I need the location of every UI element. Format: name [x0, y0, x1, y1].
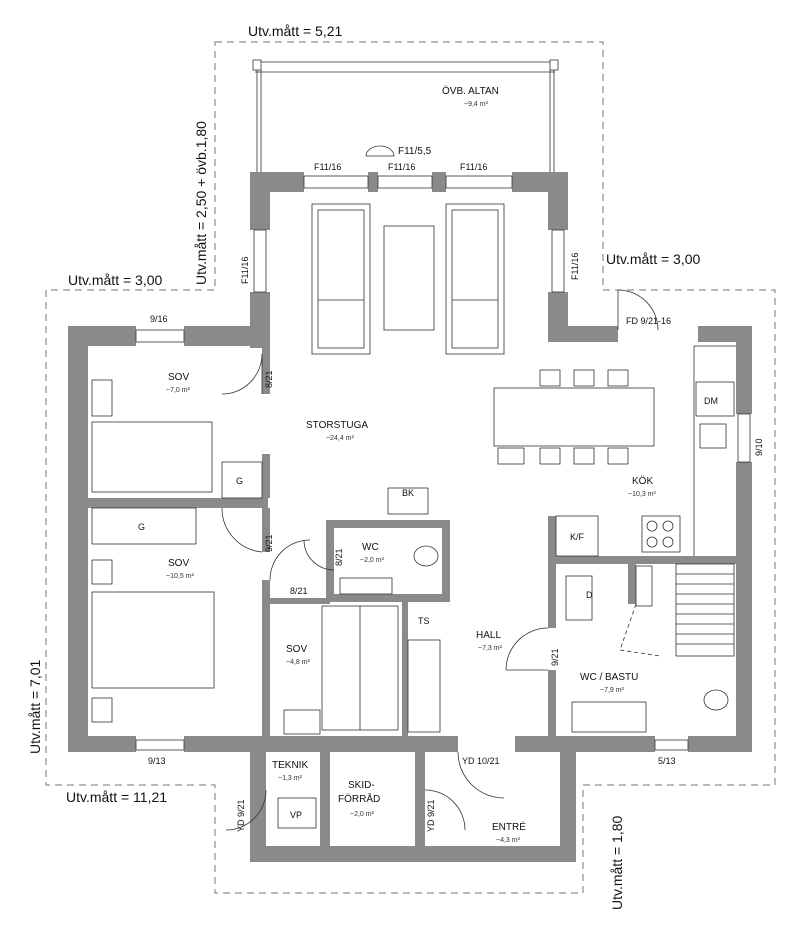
label-dm: DM — [704, 396, 718, 406]
room-teknik: TEKNIK — [272, 760, 308, 771]
label-f11-55: F11/5,5 — [398, 146, 432, 157]
dim-top: Utv.mått = 5,21 — [248, 23, 342, 39]
area-entre: ~4,3 m² — [496, 837, 521, 844]
area-wc: ~2,0 m² — [360, 557, 385, 564]
label-door-9-21-hall: 9/21 — [550, 648, 560, 666]
outer-outline — [45, 41, 776, 894]
area-sov1: ~7,0 m² — [166, 387, 191, 394]
furniture — [91, 203, 736, 829]
room-altan: ÖVB. ALTAN — [442, 85, 499, 97]
label-kf: K/F — [570, 532, 585, 542]
label-bk: BK — [402, 488, 414, 498]
room-storstuga: STORSTUGA — [306, 420, 368, 431]
walls — [68, 172, 752, 862]
room-hall: HALL — [476, 630, 501, 641]
label-window-c: F11/16 — [460, 162, 487, 172]
area-wc-bastu: ~7,9 m² — [600, 687, 625, 694]
label-door-yd-10: YD 10/21 — [462, 756, 500, 766]
windows — [135, 175, 751, 751]
label-door-8-21-b: 8/21 — [334, 548, 344, 566]
area-hall: ~7,3 m² — [478, 645, 503, 652]
room-kok: KÖK — [632, 475, 653, 487]
label-window-9-16: 9/16 — [150, 314, 168, 324]
label-door-fd: FD 9/21-16 — [626, 316, 671, 326]
label-door-8-21-a: 8/21 — [264, 370, 274, 388]
terrace — [252, 59, 559, 172]
dim-bottom-right: Utv.mått = 1,80 — [609, 816, 625, 910]
label-window-b: F11/16 — [388, 162, 415, 172]
dim-right-wing: Utv.mått = 3,00 — [606, 251, 700, 267]
area-kok: ~10,3 m² — [628, 491, 656, 498]
room-entre: ENTRÉ — [492, 820, 526, 833]
label-window-right: F11/16 — [570, 253, 580, 280]
area-sov2: ~10,5 m² — [166, 573, 194, 580]
label-vp: VP — [290, 810, 302, 820]
area-sov3: ~4,8 m² — [286, 659, 311, 666]
label-door-9-21-a: 9/21 — [264, 534, 274, 552]
label-d: D — [586, 590, 593, 600]
room-wc: WC — [362, 542, 379, 553]
area-storstuga: ~24,4 m² — [326, 435, 354, 442]
label-window-9-10: 9/10 — [754, 438, 764, 456]
label-g2: G — [138, 522, 145, 532]
fixture-labels: F11/5,5 F11/16 F11/16 F11/16 F11/16 F11/… — [138, 146, 764, 832]
room-labels: ÖVB. ALTAN ~9,4 m² STORSTUGA ~24,4 m² SO… — [166, 85, 656, 844]
fireplace-icon — [365, 145, 395, 157]
room-skid-line2: FÖRRÅD — [338, 792, 380, 805]
dimensions: Utv.mått = 5,21 Utv.mått = 2,50 + övb.1,… — [27, 23, 700, 910]
room-skid-line1: SKID- — [348, 780, 375, 791]
room-sov2: SOV — [168, 558, 189, 569]
label-window-left: F11/16 — [240, 257, 250, 284]
label-window-a: F11/16 — [314, 162, 341, 172]
label-door-yd-left: YD 9/21 — [236, 799, 246, 832]
room-sov1: SOV — [168, 372, 189, 383]
label-ts: TS — [418, 616, 430, 626]
sauna-bench — [675, 563, 735, 657]
area-altan: ~9,4 m² — [464, 101, 489, 108]
dim-terrace-depth: Utv.mått = 2,50 + övb.1,80 — [193, 121, 209, 285]
dim-height: Utv.mått = 7,01 — [27, 660, 43, 754]
label-door-8-21-c: 8/21 — [290, 586, 308, 596]
area-skid: ~2,0 m² — [350, 811, 375, 818]
label-g1: G — [236, 476, 243, 486]
room-wc-bastu: WC / BASTU — [580, 672, 638, 683]
label-window-9-13: 9/13 — [148, 756, 166, 766]
area-teknik: ~1,3 m² — [278, 775, 303, 782]
dim-width: Utv.mått = 11,21 — [66, 789, 167, 805]
dim-left-wing: Utv.mått = 3,00 — [68, 272, 162, 288]
room-sov3: SOV — [286, 644, 307, 655]
label-window-5-13: 5/13 — [658, 756, 676, 766]
doors — [221, 289, 661, 831]
label-door-yd-mid: YD 9/21 — [426, 799, 436, 832]
